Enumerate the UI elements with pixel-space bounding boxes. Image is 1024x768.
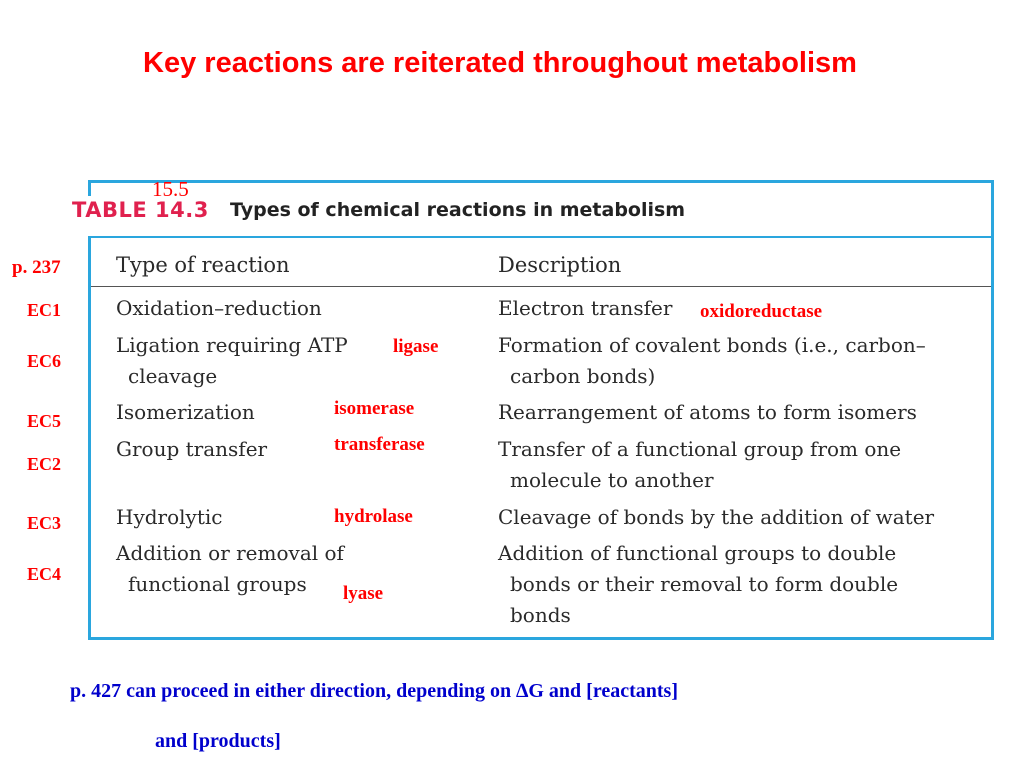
table-row-type: Addition or removal of functional groups [116, 538, 344, 600]
table-row-type: Isomerization [116, 397, 255, 428]
enzyme-lyase: lyase [343, 583, 384, 604]
table-row-description: Cleavage of bonds by the addition of wat… [498, 502, 934, 533]
cell-line: Rearrangement of atoms to form isomers [498, 400, 917, 424]
table-label: TABLE 14.3 [72, 198, 209, 222]
header-description: Description [498, 253, 622, 277]
footnote-line2: and [products] [155, 730, 281, 752]
enzyme-hydrolase: hydrolase [334, 506, 413, 527]
ec-label-ec1: EC1 [27, 300, 62, 320]
table-frame-left-lower [88, 236, 91, 640]
table-row-type: Ligation requiring ATP cleavage [116, 330, 348, 392]
table-row-description: Formation of covalent bonds (i.e., carbo… [498, 330, 926, 392]
cell-line: functional groups [128, 572, 307, 596]
ec-label-ec3: EC3 [27, 513, 62, 533]
enzyme-oxidoreductase: oxidoreductase [700, 301, 823, 322]
table-row-type: Oxidation–reduction [116, 293, 322, 324]
table-row-description: Electron transfer [498, 293, 672, 324]
cell-line: Formation of covalent bonds (i.e., carbo… [498, 333, 926, 357]
table-row-type: Hydrolytic [116, 502, 222, 533]
cell-line: bonds [510, 603, 571, 627]
cell-line: Hydrolytic [116, 505, 223, 529]
cell-line: Electron transfer [498, 296, 673, 320]
table-row-description: Transfer of a functional group from one … [498, 434, 901, 496]
cell-line: carbon bonds) [510, 364, 656, 388]
slide-title: Key reactions are reiterated throughout … [143, 47, 857, 79]
table-frame-left-upper [88, 180, 91, 196]
enzyme-ligase: ligase [393, 336, 439, 357]
section-number: 15.5 [152, 177, 189, 201]
column-header-rule [91, 286, 991, 287]
cell-line: Transfer of a functional group from one [498, 437, 902, 461]
cell-line: molecule to another [510, 468, 714, 492]
table-caption: Types of chemical reactions in metabolis… [230, 199, 686, 221]
header-type-of-reaction: Type of reaction [116, 253, 290, 277]
cell-line: Addition of functional groups to double [498, 541, 897, 565]
page-reference: p. 237 [12, 257, 61, 278]
cell-line: Ligation requiring ATP [116, 333, 348, 357]
table-frame [88, 180, 994, 640]
ec-label-ec2: EC2 [27, 454, 62, 474]
ec-label-ec4: EC4 [27, 564, 62, 584]
cell-line: Group transfer [116, 437, 268, 461]
cell-line: Addition or removal of [116, 541, 344, 565]
enzyme-transferase: transferase [334, 434, 425, 455]
table-row-type: Group transfer [116, 434, 267, 465]
cell-line: bonds or their removal to form double [510, 572, 899, 596]
table-row-description: Rearrangement of atoms to form isomers [498, 397, 917, 428]
table-header-rule [88, 236, 994, 238]
footnote-line1: p. 427 can proceed in either direction, … [70, 680, 678, 702]
ec-label-ec6: EC6 [27, 351, 62, 371]
cell-line: cleavage [128, 364, 218, 388]
cell-line: Isomerization [116, 400, 255, 424]
enzyme-isomerase: isomerase [334, 398, 415, 419]
ec-label-ec5: EC5 [27, 411, 62, 431]
table-row-description: Addition of functional groups to double … [498, 538, 898, 631]
cell-line: Oxidation–reduction [116, 296, 322, 320]
cell-line: Cleavage of bonds by the addition of wat… [498, 505, 935, 529]
